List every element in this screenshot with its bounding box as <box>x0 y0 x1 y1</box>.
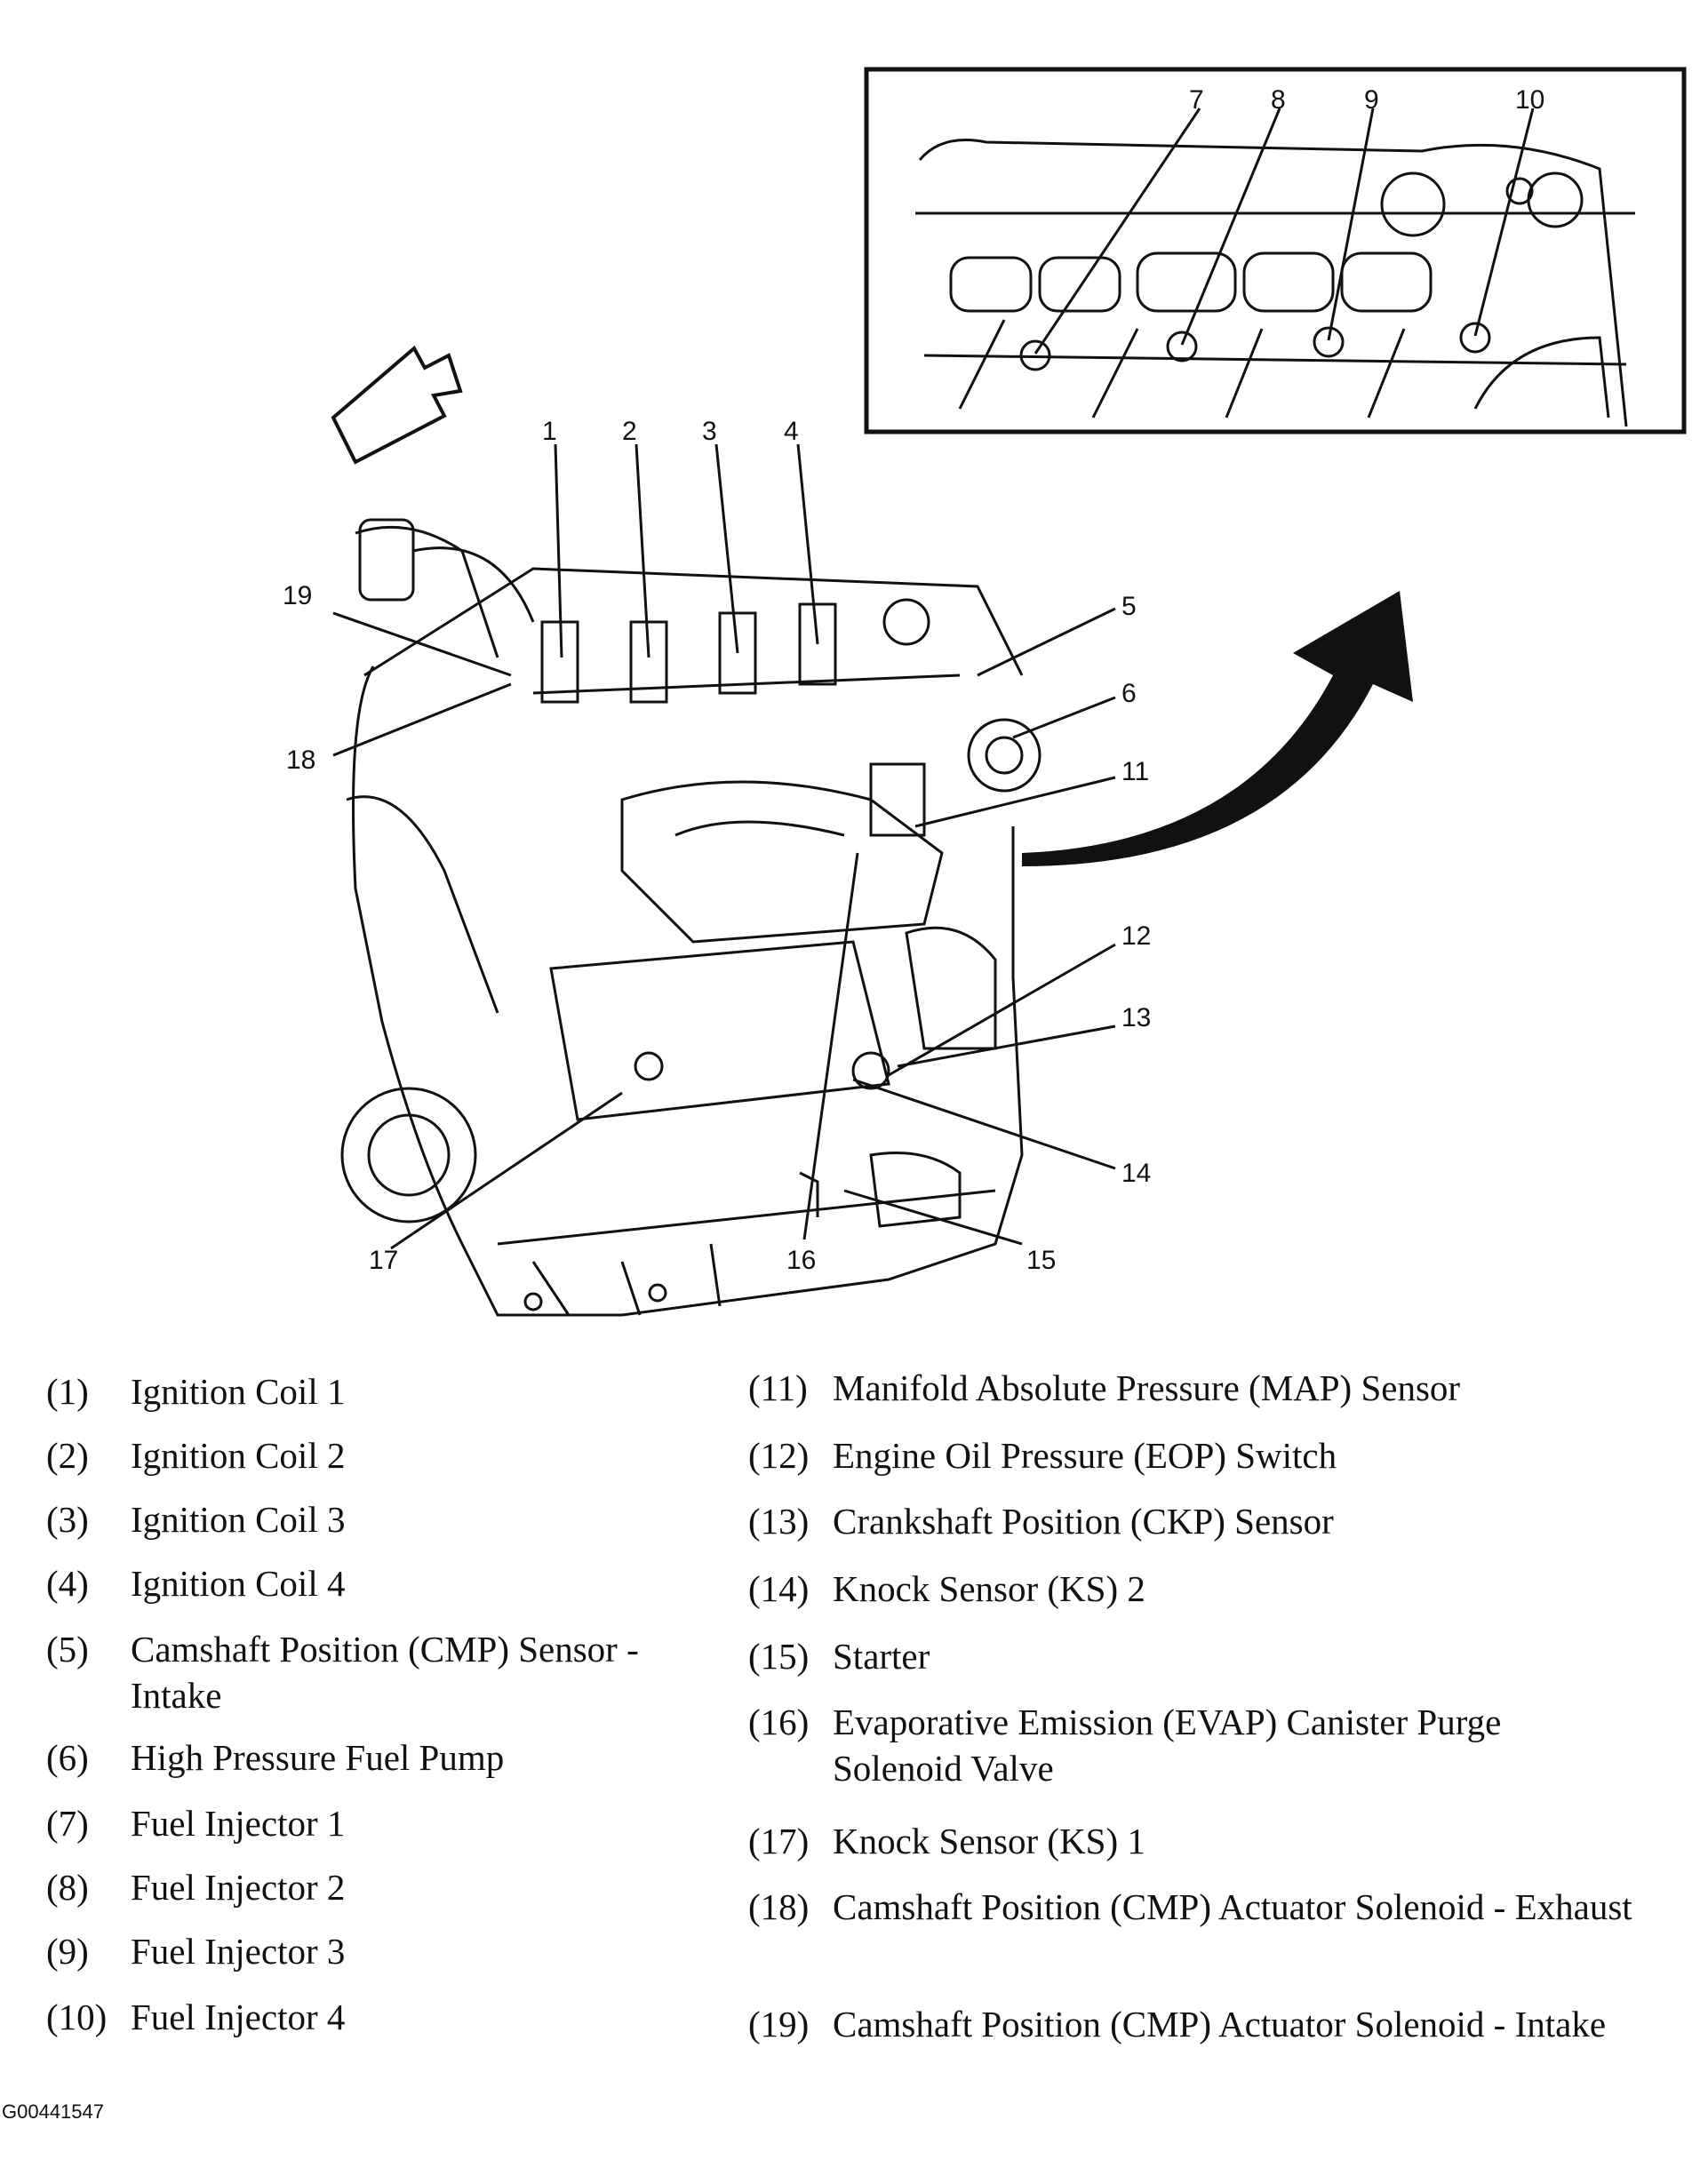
legend-item: (18) Camshaft Position (CMP) Actuator So… <box>748 1884 1637 1976</box>
legend-number: (3) <box>46 1499 89 1540</box>
legend-text: Starter <box>833 1636 930 1677</box>
legend-number: (6) <box>46 1737 89 1778</box>
legend-item: (12) Engine Oil Pressure (EOP) Switch <box>748 1432 1637 1479</box>
legend-number: (13) <box>748 1501 810 1542</box>
legend-item: (11) Manifold Absolute Pressure (MAP) Se… <box>748 1365 1637 1411</box>
legend-item: (8) Fuel Injector 2 <box>46 1864 730 1910</box>
figure-id: G00441547 <box>2 2100 104 2123</box>
legend-number: (15) <box>748 1636 810 1677</box>
legend-number: (5) <box>46 1629 89 1670</box>
legend-number: (16) <box>748 1702 810 1742</box>
legend-item: (6) High Pressure Fuel Pump <box>46 1734 730 1781</box>
legend-text: Fuel Injector 2 <box>131 1867 346 1908</box>
callout-3: 3 <box>702 417 717 446</box>
legend-text: Camshaft Position (CMP) Sensor - Intake <box>131 1629 639 1716</box>
callout-16: 16 <box>786 1246 816 1275</box>
callout-19: 19 <box>283 581 312 610</box>
legend-item: (13) Crankshaft Position (CKP) Sensor <box>748 1498 1637 1544</box>
callout-10: 10 <box>1515 85 1544 115</box>
legend-text: Knock Sensor (KS) 2 <box>833 1568 1145 1609</box>
legend-text: Manifold Absolute Pressure (MAP) Sensor <box>833 1367 1461 1408</box>
legend-text: Crankshaft Position (CKP) Sensor <box>833 1501 1334 1542</box>
legend-item: (1) Ignition Coil 1 <box>46 1368 730 1415</box>
callout-17: 17 <box>369 1246 398 1275</box>
legend-number: (14) <box>748 1568 810 1609</box>
legend-text: Ignition Coil 4 <box>131 1563 346 1604</box>
legend-item: (17) Knock Sensor (KS) 1 <box>748 1818 1637 1864</box>
legend-item: (2) Ignition Coil 2 <box>46 1432 730 1479</box>
callout-2: 2 <box>622 417 637 446</box>
legend-number: (19) <box>748 2004 810 2045</box>
legend-text: Engine Oil Pressure (EOP) Switch <box>833 1435 1337 1476</box>
legend-text: High Pressure Fuel Pump <box>131 1737 505 1778</box>
callout-14: 14 <box>1121 1159 1151 1188</box>
legend-number: (1) <box>46 1371 89 1412</box>
leader-lines <box>332 443 1116 1250</box>
callout-5: 5 <box>1121 592 1137 621</box>
legend-item: (15) Starter <box>748 1633 1637 1679</box>
legend-text: Ignition Coil 3 <box>131 1499 346 1540</box>
legend-number: (7) <box>46 1803 89 1844</box>
callout-labels: 1 2 3 4 5 6 7 8 9 10 11 12 13 14 15 16 1… <box>283 85 1544 1275</box>
legend-item: (5) Camshaft Position (CMP) Sensor - Int… <box>46 1626 730 1718</box>
legend-text: Ignition Coil 2 <box>131 1435 346 1476</box>
inset-frame <box>864 67 1687 434</box>
legend-item: (14) Knock Sensor (KS) 2 <box>748 1566 1637 1612</box>
legend-text: Camshaft Position (CMP) Actuator Solenoi… <box>833 2004 1607 2045</box>
legend-item: (3) Ignition Coil 3 <box>46 1496 730 1542</box>
legend-number: (12) <box>748 1435 810 1476</box>
callout-13: 13 <box>1121 1003 1151 1032</box>
legend-number: (2) <box>46 1435 89 1476</box>
legend-number: (11) <box>748 1367 808 1408</box>
legend-item: (9) Fuel Injector 3 <box>46 1928 730 1974</box>
callout-7: 7 <box>1189 85 1204 115</box>
legend-number: (10) <box>46 1997 108 2037</box>
callout-11: 11 <box>1121 757 1149 786</box>
callout-12: 12 <box>1121 921 1151 951</box>
legend-item: (16) Evaporative Emission (EVAP) Caniste… <box>748 1699 1637 1791</box>
callout-1: 1 <box>542 417 557 446</box>
legend-item: (4) Ignition Coil 4 <box>46 1560 730 1606</box>
legend-item: (19) Camshaft Position (CMP) Actuator So… <box>748 2001 1637 2093</box>
legend-number: (17) <box>748 1821 810 1861</box>
callout-6: 6 <box>1121 679 1137 708</box>
legend-text: Ignition Coil 1 <box>131 1371 346 1412</box>
legend-number: (8) <box>46 1867 89 1908</box>
legend-item: (10) Fuel Injector 4 <box>46 1994 730 2040</box>
legend-text: Fuel Injector 4 <box>131 1997 346 2037</box>
callout-8: 8 <box>1271 85 1286 115</box>
callout-9: 9 <box>1364 85 1379 115</box>
engine-illustration <box>340 518 1042 1317</box>
inset-pointer-arrow <box>1022 591 1413 866</box>
direction-arrow-icon <box>331 345 463 465</box>
legend-text: Knock Sensor (KS) 1 <box>833 1821 1145 1861</box>
legend-text: Evaporative Emission (EVAP) Canister Pur… <box>833 1702 1502 1789</box>
callout-4: 4 <box>784 417 799 446</box>
legend-text: Fuel Injector 1 <box>131 1803 346 1844</box>
legend-number: (9) <box>46 1931 89 1972</box>
inset-leader-lines <box>1034 108 1535 355</box>
legend-text: Camshaft Position (CMP) Actuator Solenoi… <box>833 1886 1632 1927</box>
legend-number: (18) <box>748 1886 810 1927</box>
legend-number: (4) <box>46 1563 89 1604</box>
callout-15: 15 <box>1026 1246 1056 1275</box>
callout-18: 18 <box>286 745 315 775</box>
inset-injector-detail <box>915 139 1635 427</box>
legend-text: Fuel Injector 3 <box>131 1931 346 1972</box>
legend-item: (7) Fuel Injector 1 <box>46 1800 730 1846</box>
